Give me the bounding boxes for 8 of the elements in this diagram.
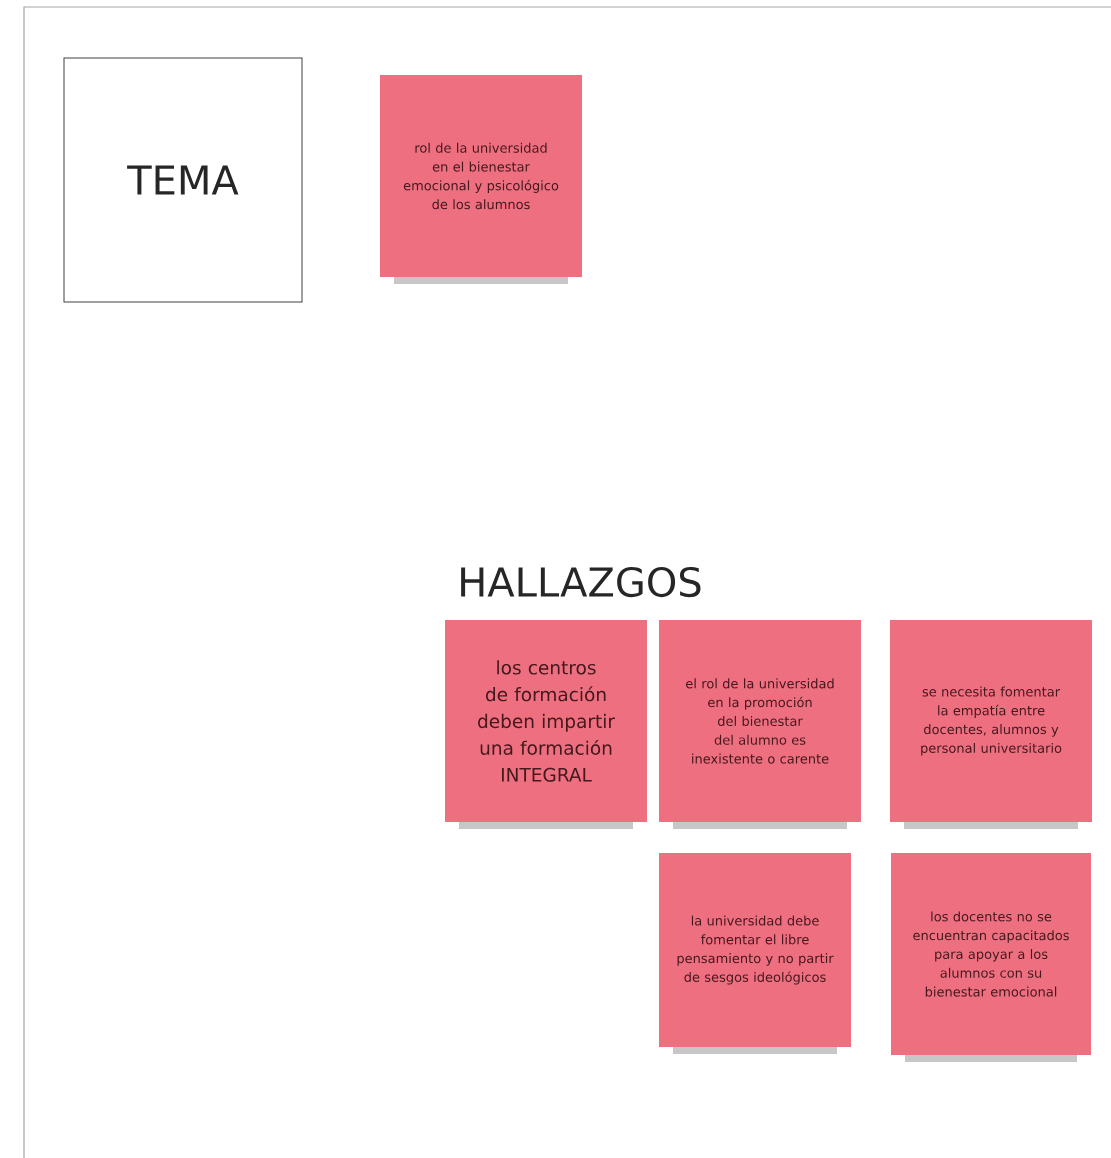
- sticky-note: los docentes no se encuentran capacitados para apoyar a los alumnos con su bienestar emocional: [891, 853, 1091, 1062]
- sticky-note: rol de la universidad en el bienestar emocional y psicológico de los alumnos: [380, 75, 582, 284]
- sticky-note: los centros de formación deben impartir una formación INTEGRAL: [445, 620, 647, 829]
- sticky-note: la universidad debe fomentar el libre pensamiento y no partir de sesgos ideológicos: [659, 853, 851, 1054]
- section-heading: HALLAZGOS: [461, 566, 701, 598]
- sticky-note: el rol de la universidad en la promoción del bienestar del alumno es inexistente o carente: [659, 620, 861, 829]
- sticky-note: se necesita fomentar la empatía entre docentes, alumnos y personal universitario: [890, 620, 1092, 829]
- topic-box: TEMA: [63, 57, 303, 303]
